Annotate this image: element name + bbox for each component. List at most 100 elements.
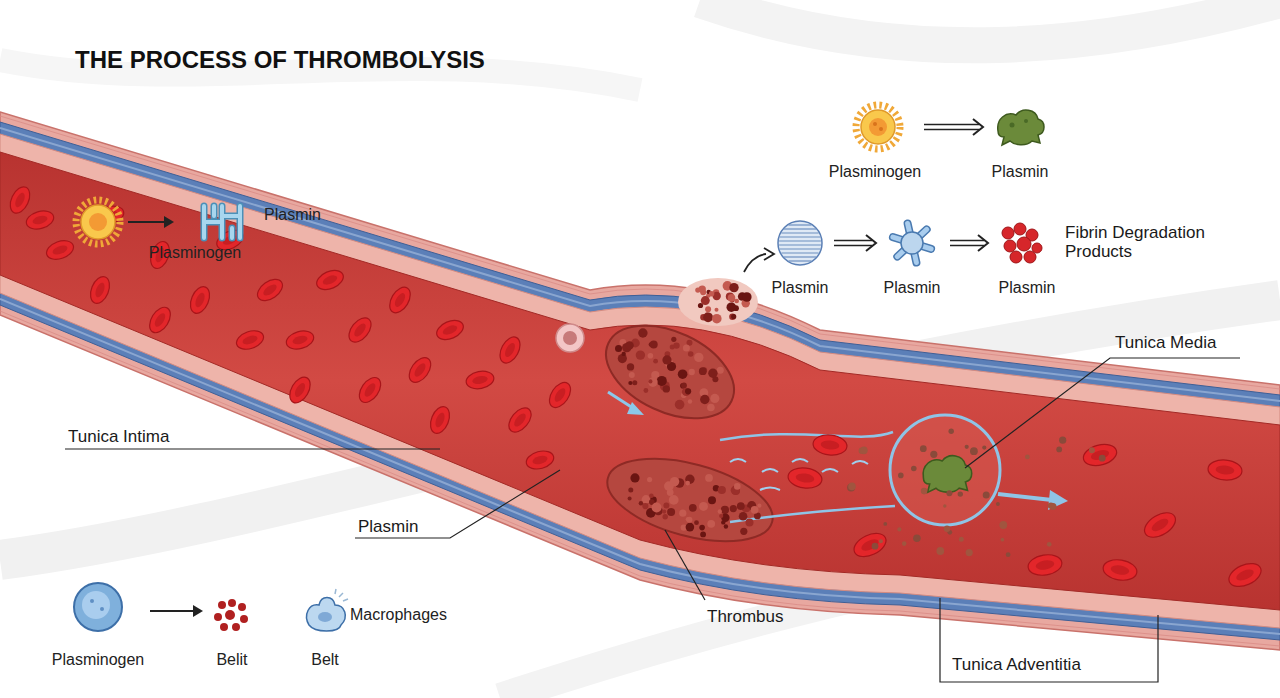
- icon-node: Belit: [205, 590, 260, 670]
- arrow-shaft: [950, 245, 984, 247]
- channel-outline: [720, 432, 893, 440]
- red-blood-cell: [254, 275, 287, 305]
- reaction-arrow: [950, 235, 988, 251]
- clot-particle: [682, 388, 690, 396]
- debris-particle: [1089, 447, 1095, 453]
- plasmin-body: [923, 456, 972, 493]
- clot-particle: [694, 353, 703, 362]
- fibrin-stripe: [784, 256, 816, 257]
- red-blood-cell: [1102, 557, 1139, 582]
- cell-center: [51, 244, 68, 256]
- cell-body: [314, 267, 346, 294]
- red-blood-cell: [434, 317, 466, 344]
- lysis-zone: [890, 415, 1000, 525]
- cell-center: [795, 472, 815, 483]
- node-label: Plasmin: [992, 163, 1049, 181]
- cell-body: [427, 404, 453, 436]
- debris-particle: [897, 527, 901, 531]
- sparkle: [335, 589, 348, 601]
- macrophage-nucleus: [318, 612, 332, 622]
- clot-particle: [638, 328, 647, 337]
- cell-center: [512, 412, 528, 429]
- clot-particle: [717, 367, 724, 374]
- clot-particle: [699, 525, 705, 531]
- cell-center: [1235, 567, 1256, 583]
- clot-particle: [712, 314, 722, 324]
- clot-particle: [678, 369, 688, 379]
- red-blood-cell: [496, 334, 524, 367]
- debris-particle: [946, 490, 952, 496]
- cell-body: [345, 314, 376, 346]
- sun-core: [89, 213, 107, 231]
- debris-particle: [913, 535, 921, 543]
- icon-node: Plasmin: [985, 98, 1055, 182]
- arrow-head: [978, 235, 988, 251]
- debris-particle: [949, 429, 954, 434]
- diagram-title: THE PROCESS OF THROMBOLYSIS: [75, 46, 485, 74]
- debris-particle: [902, 541, 907, 546]
- debris-particle: [983, 492, 990, 499]
- arrow-head: [973, 119, 983, 135]
- red-blood-cell: [284, 328, 316, 352]
- part-label: Tunica Media: [1115, 333, 1216, 352]
- icon-node: Plasmin: [990, 218, 1064, 298]
- clot-particle: [700, 532, 706, 538]
- debris-particle: [898, 473, 904, 479]
- clot-particle: [705, 306, 711, 312]
- clot-particle: [667, 508, 675, 516]
- red-blood-cell: [355, 374, 385, 407]
- node-label: Plasminogen: [829, 163, 922, 181]
- clot-particle: [629, 372, 635, 378]
- leukocyte: [556, 324, 584, 352]
- clot-particle: [728, 294, 736, 302]
- plasmin-spot: [1010, 123, 1015, 128]
- fibrin-stripe: [779, 240, 821, 241]
- icon-node: Plasminogen: [828, 100, 922, 182]
- clot-particle: [757, 504, 761, 508]
- clot-particle: [729, 283, 738, 292]
- plasmin-spot: [1024, 119, 1028, 123]
- clot-particle: [671, 337, 676, 342]
- sphere-speck: [100, 607, 104, 611]
- clot-particle: [724, 524, 728, 528]
- clot-particle: [648, 353, 654, 359]
- red-blood-cell: [234, 327, 266, 352]
- release-arrow-head: [764, 248, 774, 260]
- clot-particle: [669, 495, 679, 505]
- fibrin-stripe: [779, 244, 821, 245]
- red-blood-cell: [1207, 459, 1243, 482]
- clot-particle: [662, 510, 666, 514]
- thrombus-mass: [599, 443, 782, 557]
- thrombus-mass: [591, 307, 748, 437]
- debris-particle: [883, 522, 887, 526]
- cell-body: [1140, 508, 1179, 543]
- clot-particle: [742, 292, 752, 302]
- debris-particle: [1047, 542, 1052, 547]
- cell-center: [362, 381, 377, 398]
- leukocyte-nucleus: [563, 331, 577, 345]
- red-blood-cells: [6, 184, 1264, 591]
- clot-particle: [664, 481, 674, 491]
- reaction-arrow-head: [164, 216, 174, 228]
- debris-particle: [1001, 538, 1005, 542]
- icon-node: Plasmin: [772, 218, 832, 298]
- sun-dot: [879, 127, 883, 131]
- molecule-outline: [204, 206, 240, 238]
- fibrin-stripe: [781, 232, 818, 233]
- fragment-dot: [232, 623, 240, 631]
- debris-particle: [1056, 447, 1062, 453]
- debris-particle: [860, 447, 868, 455]
- fibrin-ball: [778, 221, 822, 265]
- arrow-shaft: [924, 129, 979, 131]
- node-label: Belit: [216, 651, 247, 669]
- clot-particle: [731, 314, 736, 319]
- red-blood-cell: [1027, 552, 1064, 577]
- red-blood-cell: [405, 354, 435, 387]
- cell-body: [1225, 559, 1264, 591]
- cell-center: [1090, 448, 1110, 462]
- fragment-dot: [1032, 243, 1042, 253]
- debris-particle: [1059, 437, 1066, 444]
- leader-line: [965, 358, 1240, 468]
